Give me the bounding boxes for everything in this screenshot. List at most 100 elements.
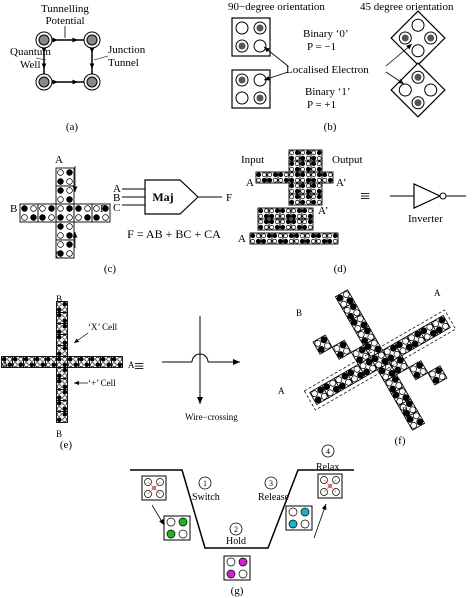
- localised-electron-label: Localised Electron: [286, 64, 369, 76]
- p-plus-label: P = +1: [307, 99, 336, 111]
- rotated-cell: [309, 384, 330, 406]
- rotated-cell: [350, 344, 372, 366]
- cell-hold: [223, 555, 251, 581]
- rotated-cell: [427, 365, 448, 386]
- svg-text:4: 4: [326, 447, 330, 456]
- caption-e: (e): [60, 439, 73, 451]
- orientation-45-label: 45 degree orientation: [360, 1, 454, 13]
- rotated-cell: [321, 377, 342, 399]
- inverter-cell: [299, 160, 312, 173]
- majority-cell: [55, 167, 75, 187]
- inverter-cell: [271, 232, 284, 245]
- inverter-cell: [288, 171, 301, 184]
- inverter-cell: [257, 218, 270, 231]
- crossing-b-bottom: B: [56, 429, 62, 439]
- svg-text:1: 1: [203, 479, 207, 488]
- plus-cell-label: ‘+’ Cell: [88, 378, 116, 388]
- crossing-cell-horizontal: [111, 356, 123, 368]
- inverter-cell: [299, 193, 312, 206]
- crossing-cell-horizontal: [23, 356, 35, 368]
- rotated-cell: [404, 410, 426, 431]
- inverter-cell: [266, 171, 279, 184]
- quantum-dot-bl: [35, 73, 53, 91]
- inverter-cell: [301, 218, 314, 231]
- gate-output-f: F: [226, 192, 232, 204]
- binary1-label: Binary ‘1’: [305, 86, 351, 98]
- rotated-cell: [383, 374, 405, 395]
- inverter-cell: [277, 171, 290, 184]
- inverter-a-out: A’: [336, 177, 346, 189]
- rot-a-top: A: [434, 288, 441, 298]
- caption-b: (b): [324, 121, 337, 133]
- maj-input-c: C: [55, 249, 62, 261]
- inverter-cell: [304, 232, 317, 245]
- inverter-cell: [279, 218, 292, 231]
- rotated-cell: [430, 314, 451, 336]
- rotated-cell: [312, 334, 333, 355]
- rotated-cell: [408, 360, 429, 381]
- majority-cell: [55, 221, 75, 241]
- quantum-label-2: Well: [20, 59, 41, 71]
- equiv-symbol-d: ≡: [360, 186, 370, 206]
- inverter-cell: [315, 232, 328, 245]
- orientation-90-label: 90−degree orientation: [228, 1, 325, 13]
- panel-b: 90−degree orientation 45 degree orientat…: [228, 1, 454, 133]
- wire-crossing-cells: [1, 301, 123, 423]
- rotated-cell: [334, 289, 356, 310]
- cell-release: [285, 505, 313, 531]
- maj-input-b: B: [10, 203, 17, 215]
- quantum-dot-tr: [83, 31, 101, 49]
- rotated-cell: [345, 363, 366, 385]
- quantum-dot-br: [83, 73, 101, 91]
- quantum-dot-tl: [35, 31, 53, 49]
- maj-gate-symbol: [122, 179, 222, 215]
- tunnelling-label-2: Potential: [45, 15, 84, 27]
- rotated-cell: [397, 398, 419, 419]
- rotated-cell: [390, 386, 412, 407]
- inverter-cell: [310, 171, 323, 184]
- crossing-cell-vertical: [56, 356, 68, 368]
- rotated-cell: [348, 313, 370, 334]
- crossing-cell-horizontal: [45, 356, 57, 368]
- majority-cell: [55, 203, 75, 223]
- junction-label-1: Junction: [108, 44, 146, 56]
- majority-cell: [91, 203, 111, 223]
- caption-a: (a): [66, 121, 79, 133]
- majority-cell: [37, 203, 57, 223]
- step-2: 2: [229, 522, 243, 536]
- inverter-cell: [249, 232, 262, 245]
- rotated-cell: [394, 335, 415, 357]
- rot-b-top: B: [296, 308, 302, 318]
- crossing-cell-vertical: [56, 411, 68, 423]
- crossing-cell-vertical: [56, 367, 68, 379]
- inverter-cell: [299, 171, 312, 184]
- inverter-cell: [326, 232, 339, 245]
- relax-label: Relax: [316, 462, 339, 473]
- rot-a-bottom: A: [278, 386, 285, 396]
- crossing-cell-vertical: [56, 389, 68, 401]
- crossing-cell-horizontal: [100, 356, 112, 368]
- inverter-cell: [310, 149, 323, 162]
- crossing-b-top: B: [56, 294, 62, 304]
- rotated-cell: [333, 370, 354, 392]
- inverter-cell: [257, 207, 270, 220]
- inverter-cells: [249, 149, 339, 245]
- p-minus-label: P = −1: [307, 41, 336, 53]
- panel-d: Input Output A A’ A’ A ≡ Inverter (d): [238, 149, 466, 275]
- inverter-cell: [310, 160, 323, 173]
- x-cell-label: ‘X’ Cell: [88, 322, 118, 332]
- crossing-cell-vertical: [56, 312, 68, 324]
- rotated-cell: [418, 321, 439, 343]
- maj-output-f: F: [100, 203, 106, 215]
- step-4: 4: [321, 444, 335, 458]
- step-3: 3: [264, 476, 278, 490]
- crossing-cell-horizontal: [34, 356, 46, 368]
- inverter-cell: [288, 160, 301, 173]
- panel-e: B B A A ‘X’ Cell ‘+’ Cell ≡ Wire−crossin…: [1, 294, 240, 451]
- qca-cell-90-binary1: [231, 69, 271, 109]
- inverter-cell: [310, 193, 323, 206]
- crossing-cell-horizontal: [12, 356, 24, 368]
- crossing-cell-vertical: [56, 345, 68, 357]
- rotated-cell: [341, 301, 363, 322]
